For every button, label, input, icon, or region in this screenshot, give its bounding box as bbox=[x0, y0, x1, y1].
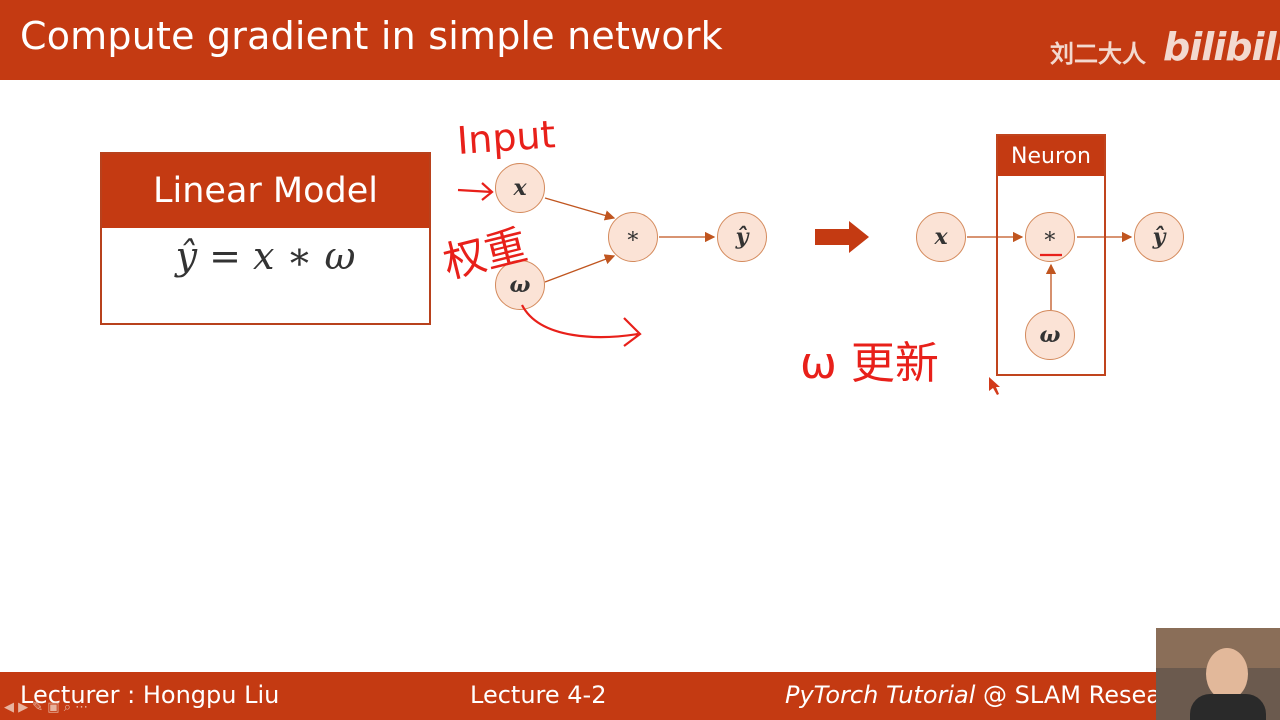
node-yhat: ŷ bbox=[717, 212, 767, 262]
neuron-node-mul: ∗ bbox=[1025, 212, 1075, 262]
mouse-cursor-icon bbox=[989, 377, 1000, 395]
annotation-w-update: ω 更新 bbox=[800, 338, 939, 389]
big-arrow bbox=[815, 221, 869, 253]
footer-course-rest: @ SLAM Resear bbox=[975, 681, 1171, 709]
footer-course: PyTorch Tutorial @ SLAM Resear bbox=[785, 681, 1171, 709]
node-x: x bbox=[495, 163, 545, 213]
annotation-input: Input bbox=[456, 112, 557, 163]
footer-lecturer: Lecturer : Hongpu Liu bbox=[20, 681, 280, 709]
neuron-node-w: ω bbox=[1025, 310, 1075, 360]
neuron-label: Neuron bbox=[998, 136, 1104, 176]
linear-model-box: Linear Model ŷ = x ∗ ω bbox=[100, 152, 431, 325]
slide-title: Compute gradient in simple network bbox=[20, 14, 723, 58]
bilibili-logo: bilibili bbox=[1163, 25, 1280, 69]
footer-course-italic: PyTorch Tutorial bbox=[785, 681, 976, 709]
lecturer-face bbox=[1206, 648, 1248, 700]
node-w: ω bbox=[495, 260, 545, 310]
linear-model-equation: ŷ = x ∗ ω bbox=[175, 234, 356, 278]
neuron-node-yhat: ŷ bbox=[1134, 212, 1184, 262]
node-mul: ∗ bbox=[608, 212, 658, 262]
footer-bar bbox=[0, 672, 1280, 720]
hand-arrow-from-w bbox=[521, 304, 642, 347]
hand-arrow-to-x bbox=[457, 182, 494, 201]
annotation-weight: 权重 bbox=[439, 220, 532, 288]
channel-name: 刘二大人 bbox=[1050, 40, 1146, 68]
title-bar: Compute gradient in simple network 刘二大人 … bbox=[0, 0, 1280, 80]
slide-controls[interactable]: ◀ ▶ ✎ ▣ ⌕ ⋯ bbox=[4, 700, 89, 715]
edge-w-to-mul bbox=[544, 254, 616, 283]
edge-x-to-mul bbox=[544, 197, 616, 221]
footer-lecture: Lecture 4-2 bbox=[470, 681, 607, 709]
lecturer-body bbox=[1190, 694, 1266, 720]
lecturer-webcam bbox=[1156, 628, 1280, 720]
neuron-node-x: x bbox=[916, 212, 966, 262]
neuron-box: Neuron bbox=[996, 134, 1106, 376]
linear-model-title: Linear Model bbox=[102, 154, 429, 228]
